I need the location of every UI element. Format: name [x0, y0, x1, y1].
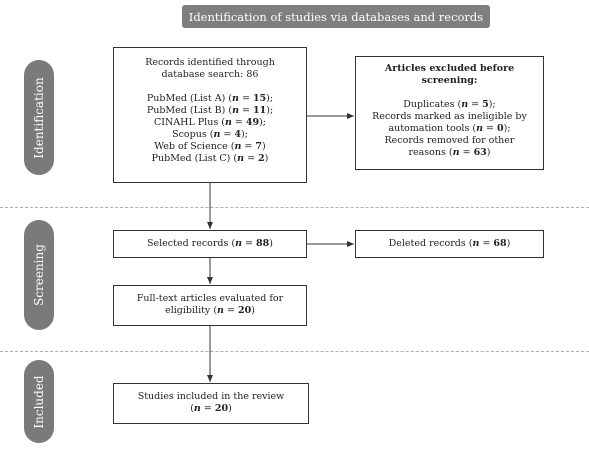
studies-included-text: (n = 20) [190, 403, 232, 414]
articles-excluded-box: Articles excluded before screening: Dupl… [355, 56, 544, 170]
database-source-item: CINAHL Plus (n = 49); [153, 117, 267, 128]
database-sources-list: PubMed (List A) (n = 15);PubMed (List B)… [114, 93, 306, 165]
records-identified-box: Records identified through database sear… [113, 47, 307, 183]
database-source-item: Web of Science (n = 7) [154, 141, 266, 152]
stage-screening: Screening [24, 220, 54, 330]
database-source-item: PubMed (List B) (n = 11); [146, 105, 274, 116]
deleted-records-text: Deleted records (n = 68) [388, 238, 511, 249]
articles-excluded-heading: screening: [421, 75, 478, 86]
stage-included: Included [24, 360, 54, 443]
excluded-reason-item: Records marked as ineligible by [372, 111, 527, 122]
excluded-reason-item: automation tools (n = 0); [388, 123, 511, 134]
studies-included-text: Studies included in the review [137, 391, 285, 402]
selected-records-box: Selected records (n = 88) [113, 230, 307, 258]
database-source-item: PubMed (List C) (n = 2) [151, 153, 269, 164]
stage-identification: Identification [24, 60, 54, 175]
excluded-reason-item: Duplicates (n = 5); [403, 99, 496, 110]
records-identified-heading: database search: 86 [161, 69, 259, 80]
excluded-reason-item: reasons (n = 63) [408, 147, 491, 158]
diagram-title: Identification of studies via databases … [182, 5, 490, 28]
fulltext-articles-box: Full-text articles evaluated for eligibi… [113, 285, 307, 326]
fulltext-articles-text: eligibility (n = 20) [165, 305, 255, 316]
articles-excluded-heading: Articles excluded before [384, 63, 515, 74]
stage-divider [0, 351, 589, 352]
studies-included-box: Studies included in the review (n = 20) [113, 383, 309, 424]
selected-records-text: Selected records (n = 88) [147, 238, 273, 249]
database-source-item: Scopus (n = 4); [172, 129, 248, 140]
deleted-records-box: Deleted records (n = 68) [355, 230, 544, 258]
fulltext-articles-text: Full-text articles evaluated for [136, 293, 284, 304]
database-source-item: PubMed (List A) (n = 15); [146, 93, 274, 104]
stage-divider [0, 207, 589, 208]
excluded-reason-item: Records removed for other [384, 135, 515, 146]
records-identified-heading: Records identified through [145, 57, 275, 68]
excluded-reasons-list: Duplicates (n = 5);Records marked as ine… [356, 99, 543, 159]
diagram-title-text: Identification of studies via databases … [188, 9, 484, 24]
